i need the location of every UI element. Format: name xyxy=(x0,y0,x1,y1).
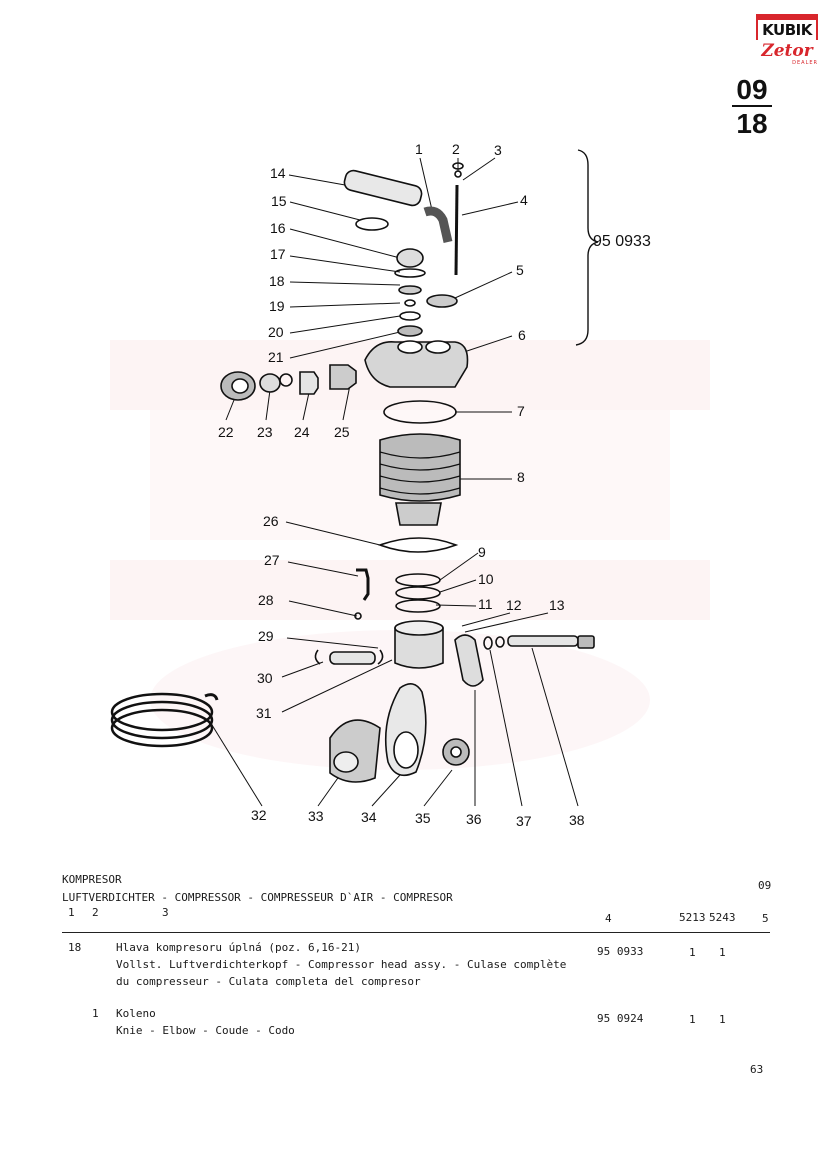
row-qty-5243: 1 xyxy=(719,1013,726,1026)
logo-dealer: DEALER xyxy=(792,60,818,66)
callout-6: 6 xyxy=(518,327,526,343)
logo-brand: KUBIK xyxy=(758,20,816,40)
callout-18: 18 xyxy=(269,273,285,289)
callout-2: 2 xyxy=(452,141,460,157)
callout-25: 25 xyxy=(334,424,350,440)
row-part-number: 95 0924 xyxy=(597,1012,644,1025)
callout-30: 30 xyxy=(257,670,273,686)
table-row: 1 Koleno Knie - Elbow - Coude - Codo 95 … xyxy=(0,1006,826,1040)
callout-24: 24 xyxy=(294,424,310,440)
col-header-1: 1 xyxy=(68,906,75,919)
page-number: 63 xyxy=(750,1063,764,1076)
callout-37: 37 xyxy=(516,813,532,829)
header-rule xyxy=(62,932,770,933)
callout-21: 21 xyxy=(268,349,284,365)
logo-zetor: Zetor xyxy=(761,41,813,61)
callout-22: 22 xyxy=(218,424,234,440)
group-code: 09 xyxy=(736,74,768,105)
row-qty-5213: 1 xyxy=(689,1013,696,1026)
callout-35: 35 xyxy=(415,810,431,826)
callout-14: 14 xyxy=(270,165,286,181)
col-header-2: 2 xyxy=(92,906,99,919)
callout-26: 26 xyxy=(263,513,279,529)
col-header-3: 3 xyxy=(162,906,169,919)
callout-5: 5 xyxy=(516,262,524,278)
row-sub-position: 1 xyxy=(92,1007,99,1020)
col-header-5243: 5243 xyxy=(709,911,736,924)
row-desc-line-3: du compresseur - Culata completa del com… xyxy=(116,975,421,988)
callout-23: 23 xyxy=(257,424,273,440)
col-header-5: 5 xyxy=(762,912,769,925)
callout-31: 31 xyxy=(256,705,272,721)
row-desc-line-1: Hlava kompresoru úplná (poz. 6,16-21) xyxy=(116,941,362,954)
table-subtitle: LUFTVERDICHTER - COMPRESSOR - COMPRESSEU… xyxy=(62,891,453,904)
callout-3: 3 xyxy=(494,142,502,158)
table-group-code: 09 xyxy=(758,879,772,892)
row-desc-line-1: Koleno xyxy=(116,1007,156,1020)
callout-20: 20 xyxy=(268,324,284,340)
callout-32: 32 xyxy=(251,807,267,823)
row-desc-line-2: Vollst. Luftverdichterkopf - Compressor … xyxy=(116,958,567,971)
callout-28: 28 xyxy=(258,592,274,608)
col-header-4: 4 xyxy=(605,912,612,925)
kubik-zetor-logo: KUBIK Zetor DEALER xyxy=(756,14,818,68)
callout-38: 38 xyxy=(569,812,585,828)
callout-9: 9 xyxy=(478,544,486,560)
callout-29: 29 xyxy=(258,628,274,644)
callout-8: 8 xyxy=(517,469,525,485)
callout-7: 7 xyxy=(517,403,525,419)
row-part-number: 95 0933 xyxy=(597,945,644,958)
callout-33: 33 xyxy=(308,808,324,824)
callout-13: 13 xyxy=(549,597,565,613)
table-row: 18 Hlava kompresoru úplná (poz. 6,16-21)… xyxy=(0,940,826,990)
callout-12: 12 xyxy=(506,597,522,613)
callout-1: 1 xyxy=(415,141,423,157)
callout-16: 16 xyxy=(270,220,286,236)
compressor-exploded-diagram: 1 2 3 4 5 6 7 8 9 10 11 12 13 14 15 16 1… xyxy=(110,141,710,829)
row-desc-line-2: Knie - Elbow - Coude - Codo xyxy=(116,1024,295,1037)
assembly-number: 95 0933 xyxy=(593,233,651,250)
code-divider xyxy=(732,105,772,107)
callout-19: 19 xyxy=(269,298,285,314)
callout-27: 27 xyxy=(264,552,280,568)
row-qty-5213: 1 xyxy=(689,946,696,959)
callout-36: 36 xyxy=(466,811,482,827)
callout-15: 15 xyxy=(271,193,287,209)
callout-4: 4 xyxy=(520,192,528,208)
callout-34: 34 xyxy=(361,809,377,825)
table-title: KOMPRESOR xyxy=(62,873,122,886)
sheet-code: 18 xyxy=(736,108,768,139)
callout-10: 10 xyxy=(478,571,494,587)
col-header-5213: 5213 xyxy=(679,911,706,924)
callout-17: 17 xyxy=(270,246,286,262)
row-qty-5243: 1 xyxy=(719,946,726,959)
callout-11: 11 xyxy=(478,596,493,612)
row-position: 18 xyxy=(68,941,82,954)
